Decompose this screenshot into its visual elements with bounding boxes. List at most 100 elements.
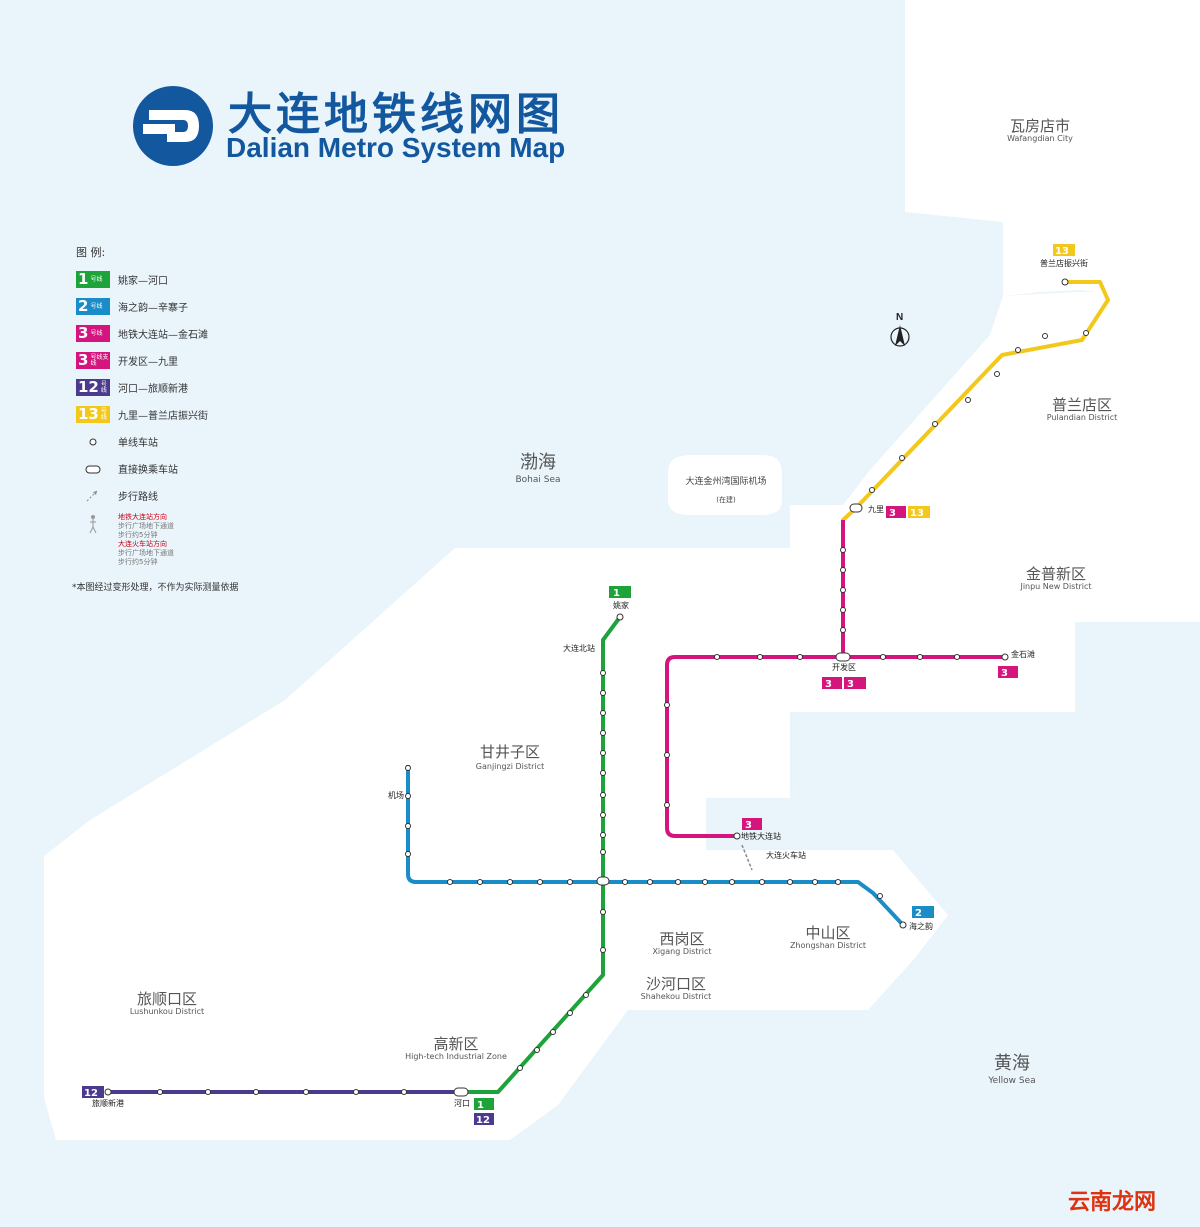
area-bohai: 渤海 (520, 452, 556, 473)
legend-line-13-text: 九里—普兰店振兴街 (118, 411, 208, 422)
line-13-badge-label: 13 (1055, 246, 1069, 257)
station (583, 992, 589, 998)
land-peninsula (44, 292, 1200, 1140)
station-markers (104, 278, 1089, 1096)
line-13-badge (1053, 244, 1075, 256)
airport-sub: (在建) (716, 495, 736, 504)
watermark: 云南龙网 (1068, 1190, 1157, 1215)
station (1015, 347, 1021, 353)
line-3b-badge-jiuli-label: 3 (889, 508, 896, 519)
line-13-badge-jiuli-label: 13 (910, 508, 924, 519)
area-zhongshan: 中山区 (805, 924, 850, 942)
station (600, 947, 606, 953)
station (1083, 330, 1089, 336)
station (757, 654, 763, 660)
station (303, 1089, 309, 1095)
station (534, 1047, 540, 1053)
station (550, 1029, 556, 1035)
single-station-icon (76, 437, 110, 447)
station (205, 1089, 211, 1095)
area-jinpu: 金普新区 (1026, 565, 1086, 583)
station (622, 879, 628, 885)
station (664, 752, 670, 758)
station (664, 802, 670, 808)
station (405, 851, 411, 857)
station-dalian-north: 大连北站 (563, 643, 595, 653)
line-12-badge-hekou-label: 12 (476, 1115, 490, 1126)
station (759, 879, 765, 885)
station-jichang: 机场 (388, 790, 404, 800)
area-pulandian-en: Pulandian District (1047, 413, 1118, 422)
station (1042, 333, 1048, 339)
area-wafangdian-en: Wafangdian City (1007, 134, 1073, 143)
station (729, 879, 735, 885)
line-3b-badge-jiuli (886, 506, 906, 518)
walk-note: 步行广场地下通道 (118, 549, 174, 557)
station (600, 750, 606, 756)
legend-title: 图 例: (76, 246, 106, 259)
area-pulandian: 普兰店区 (1052, 396, 1112, 414)
station (880, 654, 886, 660)
airport-island (668, 455, 782, 515)
station-zhenxingjie: 普兰店振兴街 (1040, 258, 1088, 268)
legend-line-2-text: 海之韵—辛寨子 (118, 303, 188, 314)
walking-route (741, 844, 753, 871)
area-huanghai-en: Yellow Sea (987, 1076, 1035, 1086)
page-title-en: Dalian Metro System Map (226, 132, 566, 163)
airport-label: 大连金州湾国际机场 (685, 475, 766, 487)
station (600, 690, 606, 696)
station (714, 654, 720, 660)
line-3-badge (998, 666, 1018, 678)
area-huanghai: 黄海 (994, 1053, 1030, 1074)
station-yaojia: 姚家 (613, 600, 629, 610)
line-3-badge-kaifaqu (822, 677, 842, 689)
station-jiuli: 九里 (868, 505, 884, 514)
legend-single-station-text: 单线车站 (118, 438, 158, 449)
station (1001, 653, 1009, 661)
legend-line-3-text: 地铁大连站—金石滩 (118, 330, 208, 341)
station (477, 879, 483, 885)
area-ganjingzi: 甘井子区 (480, 743, 540, 761)
station (600, 730, 606, 736)
interchange-station (453, 1087, 469, 1097)
station (616, 613, 624, 621)
station-jinshitan: 金石滩 (1011, 649, 1035, 659)
station (994, 371, 1000, 377)
station-labels: 姚家 大连北站 开发区 金石滩 九里 普兰店振兴街 大连火车站 地铁大连站 海之… (92, 258, 1088, 1108)
compass-label: N (896, 312, 903, 323)
area-jinpu-en: Jinpu New District (1019, 582, 1091, 591)
station (702, 879, 708, 885)
area-labels: 瓦房店市 Wafangdian City 普兰店区 Pulandian Dist… (130, 117, 1117, 1086)
station (600, 812, 606, 818)
interchange-station (596, 876, 610, 886)
compass-north-icon (890, 325, 910, 347)
station-hezhiyun: 海之韵 (909, 921, 933, 931)
station (840, 627, 846, 633)
area-gaoxin-en: High-tech Industrial Zone (405, 1052, 507, 1061)
station (600, 670, 606, 676)
area-lushunkou-en: Lushunkou District (130, 1007, 204, 1016)
legend-interchange-station-text: 直接换乘车站 (118, 465, 178, 476)
line-2-badge (912, 906, 934, 918)
pedestrian-icon (76, 513, 110, 535)
station (567, 1010, 573, 1016)
line-badges: 1 1 12 12 2 3 3 3 3 3 13 13 (82, 244, 1075, 1126)
area-lushunkou: 旅顺口区 (137, 990, 197, 1008)
station (537, 879, 543, 885)
line-2-track (406, 765, 905, 927)
walk-note: 步行约5分钟 (118, 558, 158, 566)
station (812, 879, 818, 885)
line-12-badge-label: 12 (84, 1088, 98, 1099)
station (401, 1089, 407, 1095)
station (664, 702, 670, 708)
walk-note: 步行广场地下通道 (118, 522, 174, 530)
station (517, 1065, 523, 1071)
area-wafangdian: 瓦房店市 (1010, 117, 1070, 135)
